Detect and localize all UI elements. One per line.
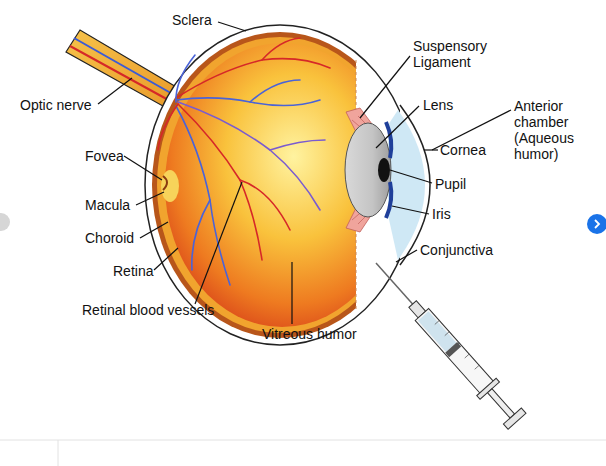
part-label: Pupil [435,176,466,192]
part-label: Macula [85,197,130,213]
part-label: Suspensory Ligament [413,38,495,70]
part-label: Retinal blood vessels [82,302,214,318]
part-label: Cornea [440,142,486,158]
retinal-blood-vessels [158,38,330,285]
part-label: Choroid [85,230,134,246]
divider [58,440,59,466]
part-label: Optic nerve [20,97,92,113]
eye-interior [152,32,356,338]
fovea [163,176,167,190]
part-label: Conjunctiva [420,242,493,258]
nav-button-left [0,213,10,231]
part-label: Anterior chamber (Aqueous humor) [514,98,588,162]
leader-lines [98,22,511,324]
nav-button-right [587,214,606,234]
sclera [145,25,415,345]
part-label: Lens [423,97,453,113]
part-label: Vitreous humor [262,326,357,342]
lens [345,123,391,217]
part-label: Retina [113,263,153,279]
divider [0,440,606,441]
part-label: Sclera [172,12,212,28]
macula [161,170,179,202]
syringe [366,254,526,430]
part-label: Fovea [85,148,124,164]
part-label: Iris [432,206,451,222]
pupil [378,158,390,182]
anterior-chamber [388,110,425,260]
chevron-icon [595,220,599,228]
